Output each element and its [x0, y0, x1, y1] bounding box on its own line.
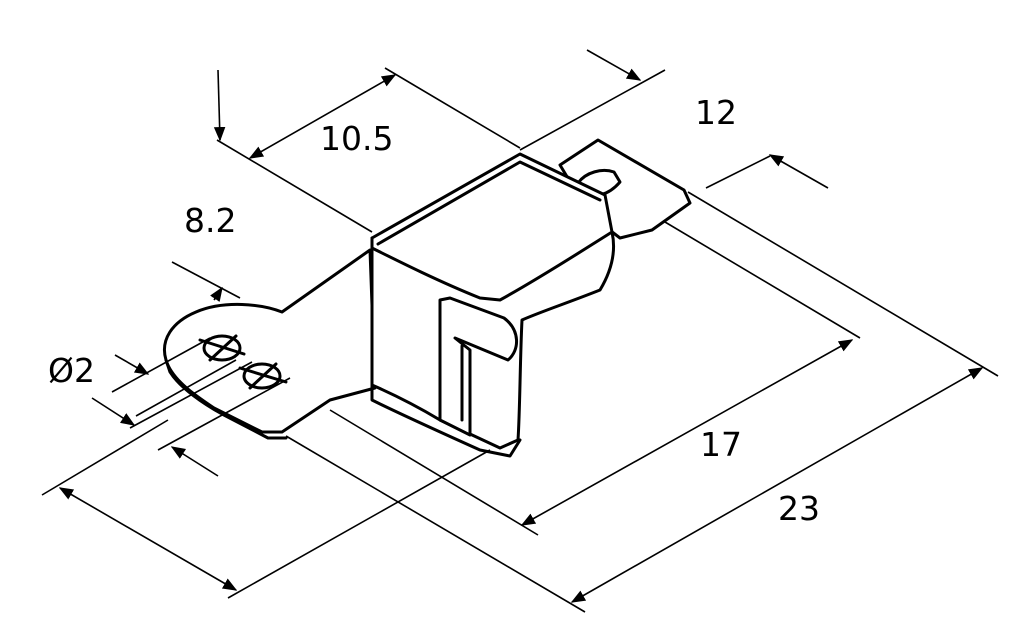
ext-d2-b [135, 359, 237, 417]
dim-line-bottom [58, 487, 238, 591]
ext-line-10-5-right [384, 67, 521, 149]
arrow-12-left [586, 49, 642, 81]
arrow-10-5-down [213, 69, 226, 142]
arrow-12-right [768, 154, 829, 189]
label-12: 12 [695, 93, 737, 132]
arrow-d2-upper [114, 354, 150, 375]
ext-d2-c [129, 361, 253, 429]
housing-lip [370, 383, 522, 458]
label-17: 17 [700, 425, 742, 464]
label-23: 23 [778, 489, 820, 528]
label-10-5: 10.5 [320, 119, 393, 158]
label-8-2: 8.2 [184, 201, 236, 240]
ext-line-17-right [664, 221, 861, 339]
part-outline [163, 138, 692, 458]
hole-1-cross [198, 334, 246, 362]
ext-line-17-left [329, 409, 539, 536]
arrow-8-2 [210, 286, 223, 302]
dimension-labels: 10.5 12 8.2 Ø2 17 23 [48, 93, 820, 528]
ext-line-23-left [285, 435, 586, 613]
ext-line-12-right [705, 155, 771, 189]
dim-line-23 [570, 367, 984, 603]
housing-top-edge [376, 160, 602, 246]
dimension-lines [41, 49, 999, 613]
ext-line-bottom-left [41, 419, 169, 496]
ext-line-8-2 [171, 261, 241, 299]
hole-2-cross [238, 362, 288, 390]
left-mounting-tab [163, 248, 377, 434]
front-clip [438, 296, 518, 437]
arrow-d2-bottom [170, 446, 219, 477]
dim-line-10-5 [248, 74, 397, 159]
ext-d2-a [111, 337, 211, 393]
ext-line-12-top [519, 69, 666, 151]
ext-line-bottom-right [227, 449, 491, 599]
arrow-d2-lower [91, 397, 136, 426]
label-hole-diameter: Ø2 [48, 351, 95, 390]
ext-line-10-5-left [216, 139, 373, 233]
ext-line-23-right [687, 191, 999, 377]
ext-d2-d [157, 377, 291, 451]
left-tab-thickness [164, 358, 288, 440]
housing-top [370, 152, 614, 302]
